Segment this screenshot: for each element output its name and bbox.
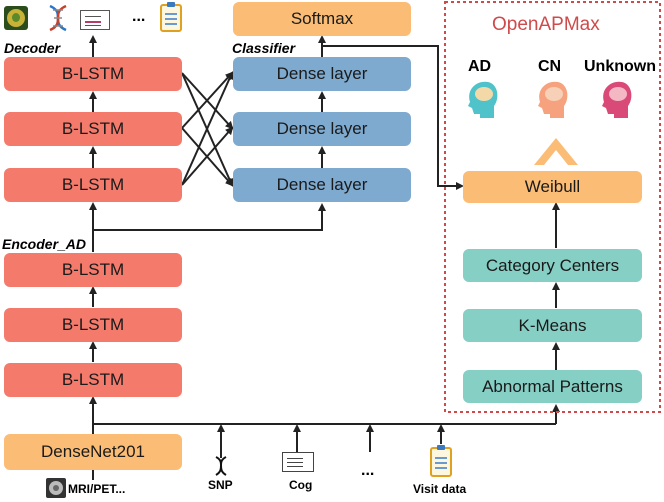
kmeans-box: K-Means [463, 309, 642, 342]
category-centers-box: Category Centers [463, 249, 642, 282]
clipboard-icon [160, 2, 182, 32]
mri-label: MRI/PET... [68, 482, 126, 496]
outputs-ellipsis: ... [132, 8, 146, 25]
mri-icon [46, 478, 66, 498]
dense-layer-2: Dense layer [233, 112, 411, 146]
head-cn-icon [538, 81, 568, 118]
cognitive-test-icon [80, 10, 110, 30]
visit-label: Visit data [413, 482, 467, 496]
softmax-box: Softmax [233, 2, 411, 36]
decoder-label: Decoder [4, 40, 61, 56]
encoder-lstm-2: B-LSTM [4, 308, 182, 342]
inputs-ellipsis: ... [361, 462, 375, 479]
snp-label: SNP [208, 478, 233, 492]
class-ad-label: AD [468, 58, 492, 75]
densenet-box: DenseNet201 [4, 434, 182, 470]
encoder-lstm-3: B-LSTM [4, 363, 182, 397]
snp-dna-icon [215, 456, 227, 476]
cog-form-icon [282, 452, 314, 472]
head-unknown-icon [602, 81, 632, 118]
decoder-lstm-1: B-LSTM [4, 57, 182, 91]
dense-layer-3: Dense layer [233, 168, 411, 202]
class-unknown-label: Unknown [584, 58, 656, 75]
encoder-label: Encoder_AD [2, 236, 87, 252]
visit-clipboard-icon [430, 445, 452, 477]
decoder-lstm-3: B-LSTM [4, 168, 182, 202]
dense-layer-1: Dense layer [233, 57, 411, 91]
abnormal-patterns-box: Abnormal Patterns [463, 370, 642, 403]
cog-label: Cog [289, 478, 313, 492]
decoder-lstm-2: B-LSTM [4, 112, 182, 146]
class-cn-label: CN [538, 58, 562, 75]
encoder-lstm-1: B-LSTM [4, 253, 182, 287]
brain-scan-icon [4, 6, 28, 30]
openapmax-title: OpenAPMax [492, 14, 600, 35]
dna-icon [49, 4, 67, 32]
chevron-up-icon [534, 138, 578, 165]
openapmax-border [444, 1, 661, 413]
weibull-box: Weibull [463, 171, 642, 203]
head-ad-icon [468, 81, 498, 118]
classifier-label: Classifier [232, 40, 296, 56]
